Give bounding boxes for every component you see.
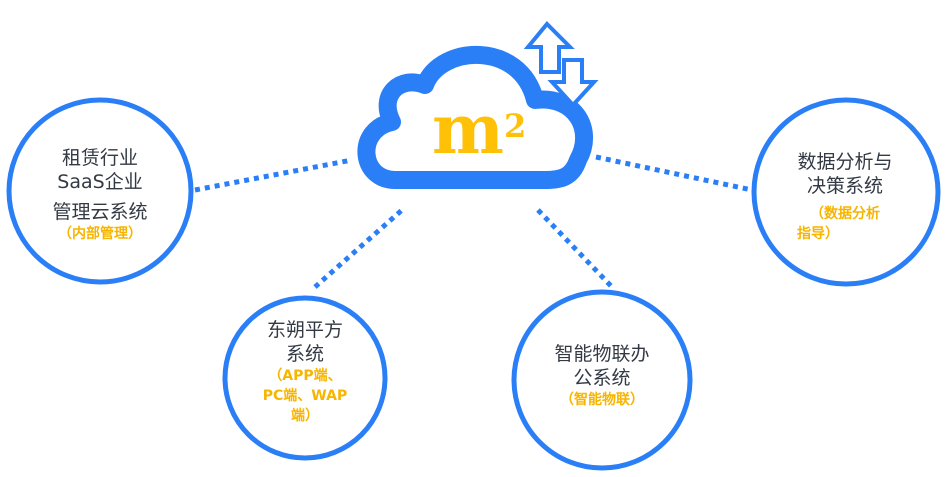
upload-arrow-icon xyxy=(523,21,575,74)
node-line: 租赁行业 xyxy=(61,147,138,169)
download-arrow-icon xyxy=(547,58,599,108)
node-data: 数据分析与 决策系统 （数据分析 指导） xyxy=(775,150,915,244)
node-line: 管理云系统 xyxy=(52,201,148,223)
node-line: 数据分析与 xyxy=(797,151,893,173)
node-sub: PC端、WAP xyxy=(262,388,348,404)
node-line: SaaS企业 xyxy=(57,171,143,193)
connector-left xyxy=(194,157,353,193)
connector-right xyxy=(595,154,753,193)
node-line: 公系统 xyxy=(573,367,631,389)
node-saas: 租赁行业 SaaS企业 管理云系统 （内部管理） xyxy=(30,146,170,244)
node-app: 东朔平方 系统 （APP端、 PC端、WAP 端） xyxy=(240,318,370,426)
logo-superscript: 2 xyxy=(503,107,527,145)
node-sub: （智能物联） xyxy=(560,392,644,408)
cloud-icon xyxy=(357,46,593,189)
node-sub: 指导） xyxy=(797,226,839,242)
connector-bottom-right xyxy=(536,208,614,289)
node-sub: （APP端、 xyxy=(268,368,342,384)
node-line: 东朔平方 xyxy=(266,319,343,341)
node-sub: （内部管理） xyxy=(58,226,142,242)
node-line: 系统 xyxy=(285,343,324,365)
node-line: 智能物联办 xyxy=(554,343,650,365)
node-sub: 端） xyxy=(291,408,319,424)
node-sub: （数据分析 xyxy=(810,206,880,222)
m2-logo: m2 xyxy=(432,95,526,165)
logo-text: m xyxy=(432,90,504,170)
node-circle-app xyxy=(222,295,388,461)
node-iot: 智能物联办 公系统 （智能物联） xyxy=(537,342,667,410)
node-circle-iot xyxy=(511,289,693,471)
node-line: 决策系统 xyxy=(806,175,883,197)
node-circle-saas xyxy=(6,97,194,285)
node-circle-data xyxy=(751,97,941,287)
connector-bottom-left xyxy=(313,208,404,289)
